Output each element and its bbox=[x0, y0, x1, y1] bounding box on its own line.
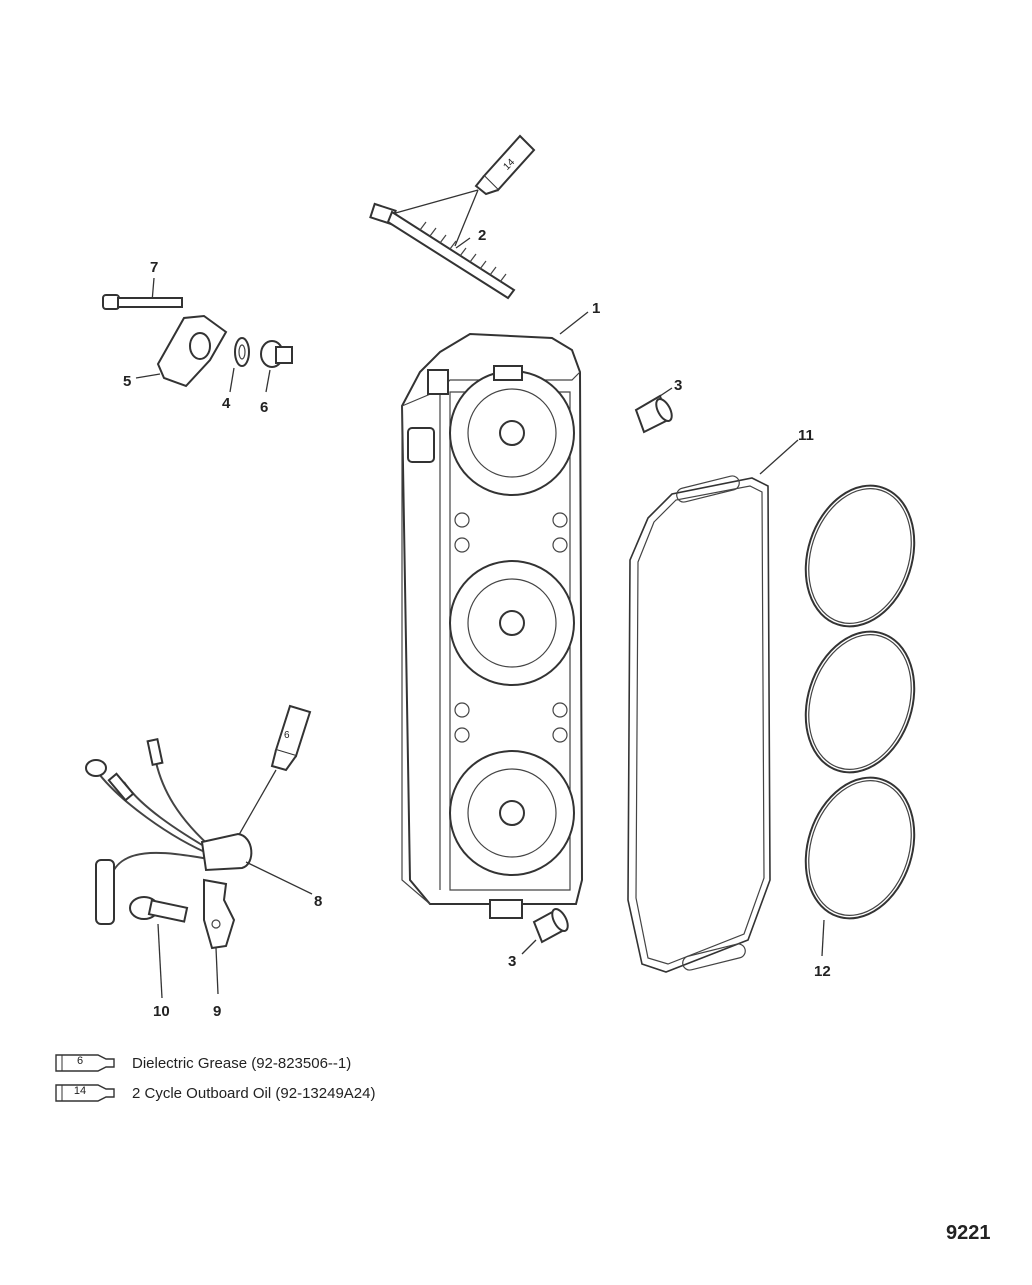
tube-icon: 14 bbox=[54, 1083, 118, 1103]
legend-text: Dielectric Grease (92-823506--1) bbox=[132, 1054, 352, 1072]
gasket-icon bbox=[627, 475, 771, 973]
bolt-short-icon bbox=[102, 294, 183, 310]
callout-10: 10 bbox=[153, 1003, 170, 1020]
callout-12: 12 bbox=[814, 963, 831, 980]
bolt-long-icon bbox=[369, 202, 516, 300]
dowel-pin-bottom-icon bbox=[532, 908, 569, 944]
grease-tube-number: 6 bbox=[284, 730, 290, 741]
callout-2: 2 bbox=[478, 227, 486, 244]
callout-5: 5 bbox=[123, 373, 131, 390]
nut-icon bbox=[260, 340, 293, 368]
washer-icon bbox=[234, 337, 250, 367]
lubricant-legend: 6 Dielectric Grease (92-823506--1) 14 2 … bbox=[54, 1048, 375, 1108]
tube-icon: 6 bbox=[54, 1053, 118, 1073]
screw-icon bbox=[129, 896, 189, 923]
callout-3-top: 3 bbox=[674, 377, 682, 394]
oil-tube-icon: 14 bbox=[474, 134, 536, 196]
legend-row-oil: 14 2 Cycle Outboard Oil (92-13249A24) bbox=[54, 1078, 375, 1108]
dowel-pin-top-icon bbox=[634, 394, 673, 434]
reference-number: 9221 bbox=[946, 1222, 991, 1244]
callout-8: 8 bbox=[314, 893, 322, 910]
callout-9: 9 bbox=[213, 1003, 221, 1020]
bracket-icon bbox=[156, 314, 228, 388]
legend-text: 2 Cycle Outboard Oil (92-13249A24) bbox=[132, 1084, 376, 1102]
callout-11: 11 bbox=[798, 427, 814, 444]
grease-tube-icon: 6 bbox=[270, 704, 312, 772]
cylinder-head-icon bbox=[400, 332, 584, 919]
callout-4: 4 bbox=[222, 395, 231, 412]
callout-6: 6 bbox=[260, 399, 268, 416]
legend-tube-number: 14 bbox=[73, 1085, 87, 1097]
callout-7: 7 bbox=[150, 259, 158, 276]
o-rings-icon bbox=[804, 484, 916, 920]
wire-harness-icon bbox=[85, 738, 253, 925]
legend-tube-number: 6 bbox=[76, 1055, 84, 1067]
clip-icon bbox=[203, 878, 236, 950]
callout-1: 1 bbox=[592, 300, 600, 317]
callout-3-bottom: 3 bbox=[508, 953, 516, 970]
legend-row-grease: 6 Dielectric Grease (92-823506--1) bbox=[54, 1048, 375, 1078]
